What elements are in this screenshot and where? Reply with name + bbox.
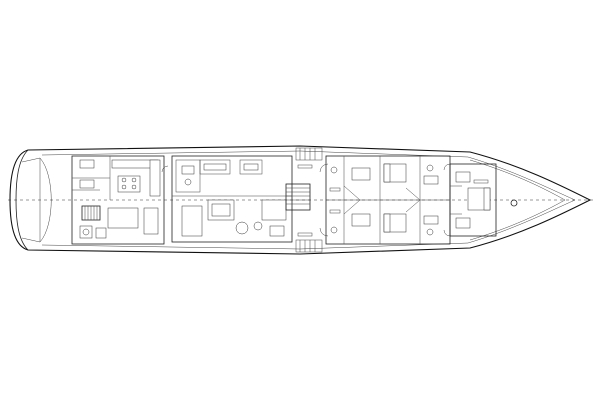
bow-lines (469, 159, 566, 241)
aft-block (71, 155, 165, 245)
dining-table (235, 221, 249, 235)
stbd-stair (295, 147, 323, 161)
main-stair (285, 183, 311, 211)
cabin-bed (351, 213, 371, 227)
cabin-bed (351, 167, 371, 181)
port-stair (295, 239, 323, 253)
anchor-hawse (510, 199, 518, 207)
forward-block (449, 163, 497, 237)
salon-block (171, 155, 293, 243)
mess-table (107, 207, 139, 229)
